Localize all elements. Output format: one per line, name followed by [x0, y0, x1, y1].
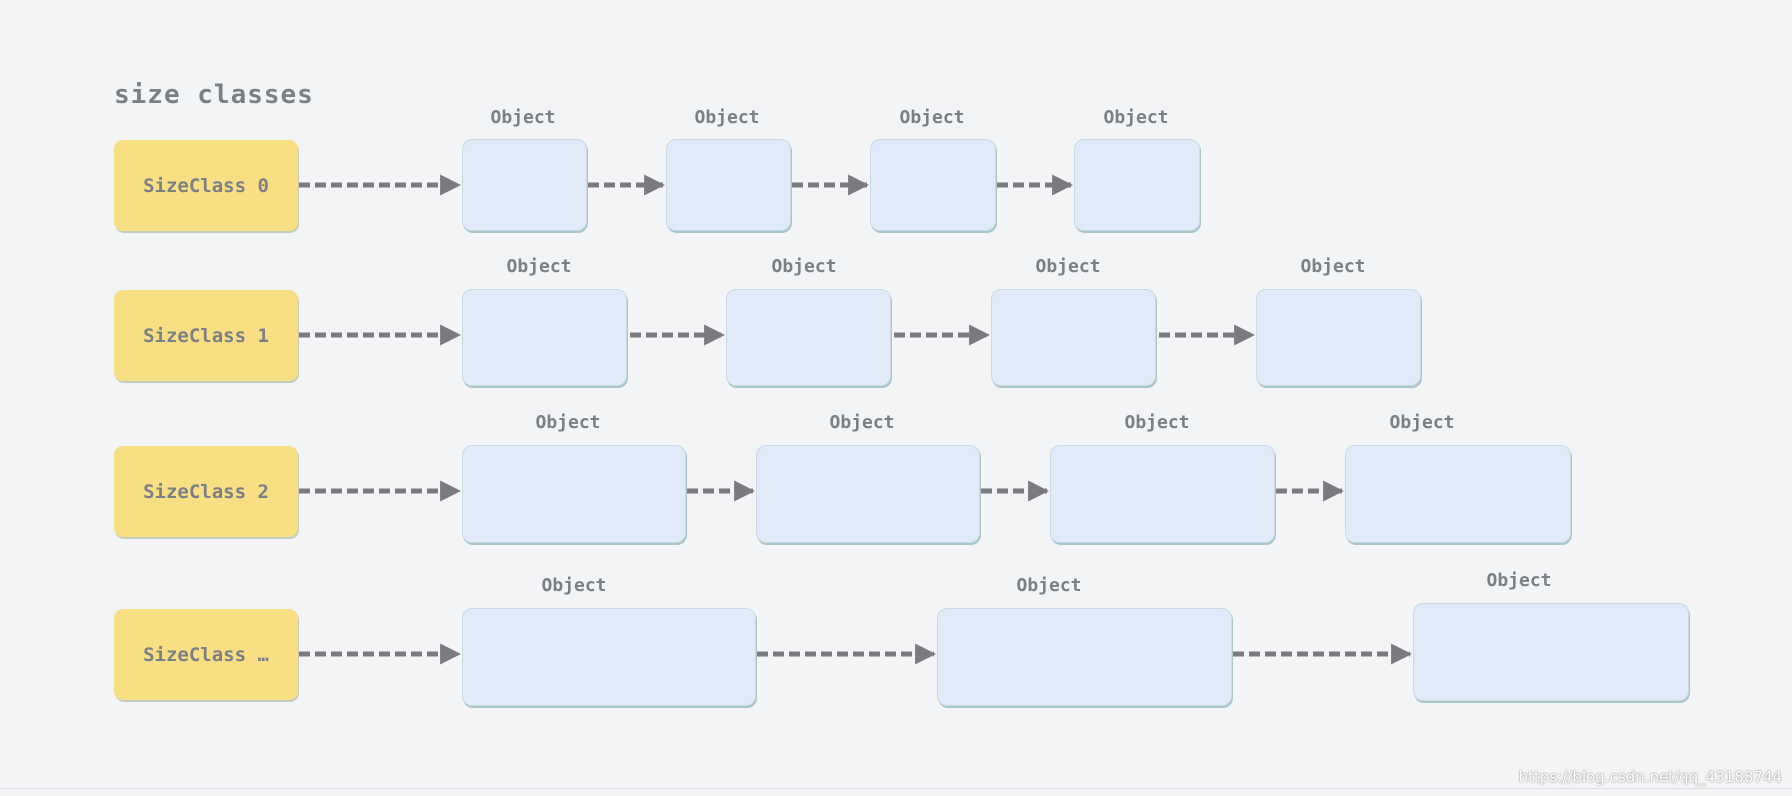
size-class-0-box: SizeClass 0 — [114, 140, 298, 231]
object-label: Object — [899, 107, 965, 128]
size-class-1-box: SizeClass 1 — [114, 290, 298, 381]
object-box — [666, 139, 791, 231]
object-box — [1074, 139, 1200, 231]
object-label: Object — [1103, 107, 1169, 128]
object-label: Object — [541, 575, 607, 596]
size-class-2-box: SizeClass 2 — [114, 446, 298, 537]
object-label: Object — [1486, 570, 1552, 591]
object-box — [991, 289, 1156, 386]
watermark-text: https://blog.csdn.net/qq_43188744 — [1518, 768, 1782, 786]
object-label: Object — [1389, 412, 1455, 433]
object-box — [462, 608, 756, 706]
object-box — [462, 139, 587, 231]
object-label: Object — [490, 107, 556, 128]
size-class-more-box: SizeClass … — [114, 609, 298, 700]
object-box — [1413, 603, 1689, 701]
object-box — [756, 445, 980, 543]
object-label: Object — [829, 412, 895, 433]
object-box — [1050, 445, 1275, 543]
object-box — [462, 445, 686, 543]
object-label: Object — [771, 256, 837, 277]
object-label: Object — [694, 107, 760, 128]
object-box — [1345, 445, 1571, 543]
object-box — [870, 139, 996, 231]
object-label: Object — [535, 412, 601, 433]
object-box — [726, 289, 891, 386]
object-box — [462, 289, 627, 386]
bottom-divider — [0, 788, 1792, 789]
object-box — [937, 608, 1232, 706]
object-label: Object — [1124, 412, 1190, 433]
object-box — [1256, 289, 1421, 386]
diagram-title: size classes — [114, 80, 314, 110]
object-label: Object — [506, 256, 572, 277]
object-label: Object — [1016, 575, 1082, 596]
object-label: Object — [1300, 256, 1366, 277]
object-label: Object — [1035, 256, 1101, 277]
